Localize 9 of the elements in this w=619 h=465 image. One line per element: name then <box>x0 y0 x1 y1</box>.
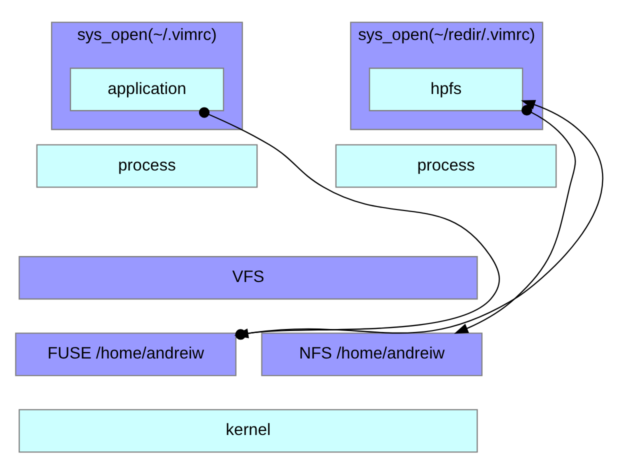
node-box: process <box>36 144 258 188</box>
node-box: hpfs <box>368 68 524 112</box>
node-box: application <box>70 68 224 112</box>
arrow <box>454 104 576 334</box>
node-box: kernel <box>18 409 478 453</box>
node-box: process <box>335 144 557 188</box>
node-box: FUSE /home/andreiw <box>15 332 236 376</box>
node-box: VFS <box>18 256 478 300</box>
node-box: NFS /home/andreiw <box>261 332 483 376</box>
